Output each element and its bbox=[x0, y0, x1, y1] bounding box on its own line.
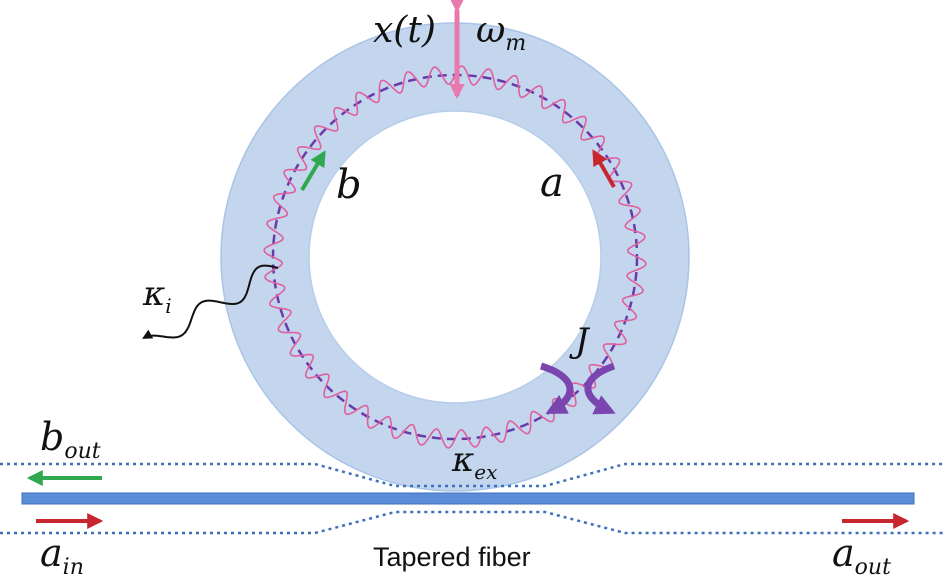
coupler-left-arc bbox=[539, 362, 574, 415]
fiber-core bbox=[21, 492, 915, 505]
fiber-lower-edge bbox=[0, 510, 946, 535]
a-in-label: ain bbox=[40, 531, 84, 580]
displacement-label: x(t) bbox=[373, 10, 436, 51]
mode-a-label: a bbox=[540, 160, 564, 206]
mode-b-label: b bbox=[336, 162, 362, 208]
a-out-label: aout bbox=[832, 531, 891, 580]
mode-b-direction-arrow bbox=[300, 150, 326, 192]
mech-freq-label: ωm bbox=[476, 10, 526, 56]
coupler-right-arc bbox=[584, 362, 616, 415]
kappa-i-label: κi bbox=[142, 274, 172, 318]
cavity-mode-wave bbox=[263, 65, 647, 449]
tapered-fiber bbox=[0, 462, 946, 535]
backscatter-coupler bbox=[539, 362, 616, 415]
coupling-j-label: J bbox=[569, 321, 591, 361]
ring-inner-edge bbox=[308, 110, 602, 404]
fiber-label: Tapered fiber bbox=[373, 542, 531, 572]
b-out-label: bout bbox=[40, 415, 101, 464]
mode-a-direction-arrow bbox=[592, 149, 616, 188]
intrinsic-loss-squiggle bbox=[142, 264, 279, 339]
kappa-ex-label: κex bbox=[451, 440, 497, 484]
